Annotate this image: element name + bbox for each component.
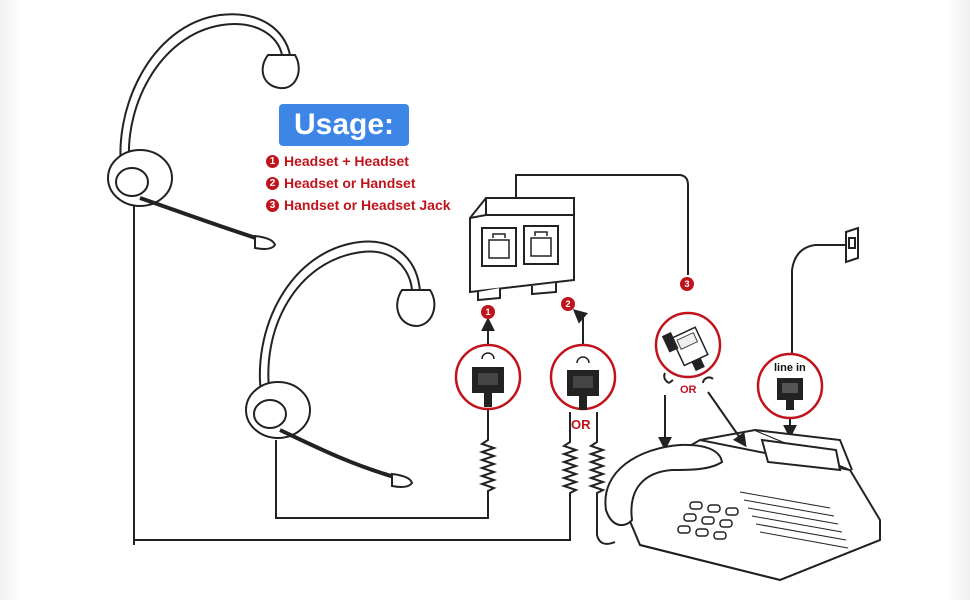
right-edge-shade bbox=[948, 0, 970, 600]
marker-2: 2 bbox=[561, 297, 575, 311]
left-edge-shade bbox=[0, 0, 22, 600]
headset-1-icon bbox=[107, 13, 300, 545]
wall-jack-icon bbox=[791, 226, 859, 356]
handset-icon bbox=[663, 372, 674, 384]
number-badge: 1 bbox=[266, 154, 279, 168]
or-label-phone: OR bbox=[680, 384, 697, 396]
coiled-cord-2 bbox=[133, 412, 616, 545]
headset-small-icon bbox=[576, 356, 590, 364]
marker-3: 3 bbox=[680, 277, 694, 291]
usage-item-3: 3 Handset or Headset Jack bbox=[266, 194, 451, 216]
usage-item-1: 1 Headset + Headset bbox=[266, 150, 451, 172]
usage-title: Usage: bbox=[279, 104, 409, 146]
usage-item-label: Handset or Headset Jack bbox=[284, 197, 451, 213]
splitter-icon bbox=[469, 174, 689, 302]
marker-1: 1 bbox=[481, 305, 495, 319]
headset-2-icon bbox=[245, 240, 489, 519]
number-badge: 2 bbox=[266, 176, 279, 190]
desk-phone-icon bbox=[604, 428, 881, 582]
usage-item-2: 2 Headset or Handset bbox=[266, 172, 451, 194]
headset-small-icon bbox=[481, 352, 495, 360]
jack-circle-2 bbox=[549, 343, 617, 411]
coiled-cord-1 bbox=[478, 405, 498, 498]
headset-small-icon bbox=[702, 376, 714, 384]
phone-plug-icon bbox=[661, 326, 709, 372]
line-in-label: line in bbox=[774, 362, 806, 374]
number-badge: 3 bbox=[266, 198, 279, 212]
usage-item-label: Headset + Headset bbox=[284, 153, 409, 169]
jack-circle-1 bbox=[454, 343, 522, 411]
plug-circle-3 bbox=[654, 311, 722, 384]
line-in-circle bbox=[756, 352, 824, 420]
usage-item-label: Headset or Handset bbox=[284, 175, 416, 191]
usage-list: 1 Headset + Headset 2 Headset or Handset… bbox=[266, 150, 451, 216]
or-label-jack: OR bbox=[571, 417, 591, 432]
connection-arrows bbox=[481, 309, 797, 451]
